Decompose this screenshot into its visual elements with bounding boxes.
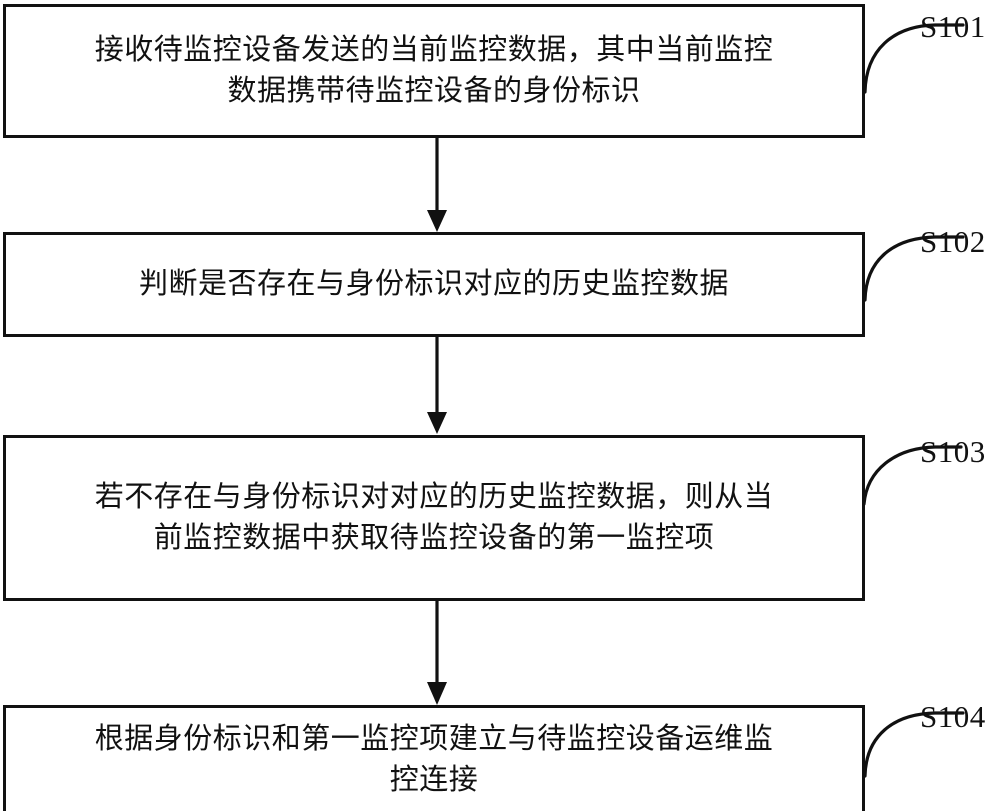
step-label-s104: S104 — [920, 699, 986, 734]
connector-arrow-s101-s102 — [427, 138, 447, 232]
step-label-s101: S101 — [920, 9, 986, 44]
connector-arrow-s102-s103 — [427, 337, 447, 434]
connector-arrow-s103-s104 — [427, 601, 447, 705]
flow-step-text-s104: 根据身份标识和第一监控项建立与待监控设备运维监 控连接 — [94, 722, 774, 796]
flow-step-box-s103: 若不存在与身份标识对对应的历史监控数据，则从当 前监控数据中获取待监控设备的第一… — [3, 435, 865, 601]
flow-step-text-s103: 若不存在与身份标识对对应的历史监控数据，则从当 前监控数据中获取待监控设备的第一… — [94, 480, 774, 554]
flow-step-box-s102: 判断是否存在与身份标识对应的历史监控数据 — [3, 232, 865, 337]
step-label-s103: S103 — [920, 434, 986, 469]
step-label-s102: S102 — [920, 224, 986, 259]
flow-step-text-s101: 接收待监控设备发送的当前监控数据，其中当前监控 数据携带待监控设备的身份标识 — [94, 33, 774, 107]
flow-step-box-s101: 接收待监控设备发送的当前监控数据，其中当前监控 数据携带待监控设备的身份标识 — [3, 4, 865, 138]
flow-step-text-s102: 判断是否存在与身份标识对应的历史监控数据 — [138, 267, 729, 300]
flow-step-box-s104: 根据身份标识和第一监控项建立与待监控设备运维监 控连接 — [3, 705, 865, 811]
